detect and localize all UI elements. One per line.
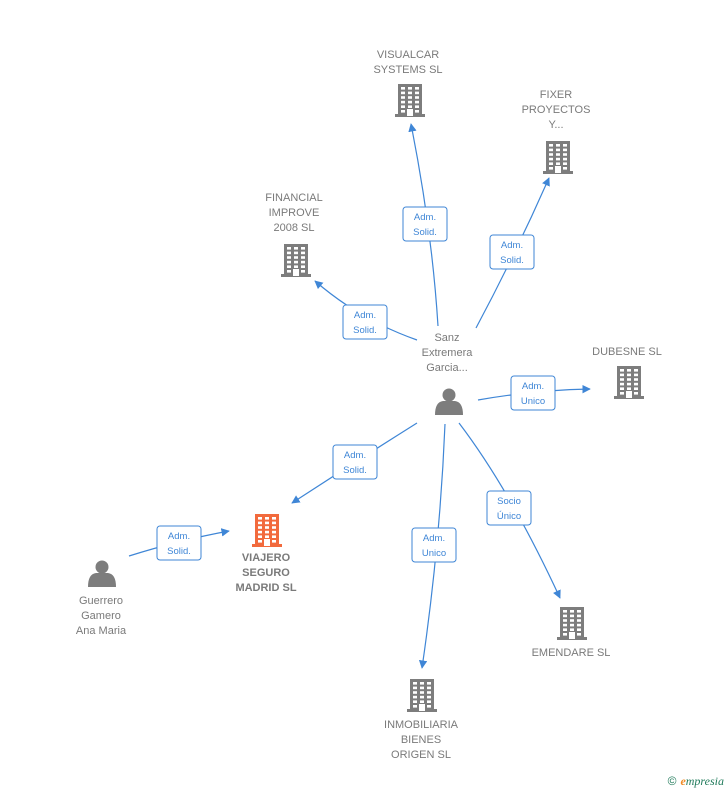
brand-name: mpresia	[685, 774, 724, 788]
node-label-financial: FINANCIAL	[265, 192, 322, 204]
node-label-sanz: Garcia...	[426, 362, 468, 374]
edge-label-sanz-dubesne[interactable]: Adm. Unico	[510, 375, 556, 411]
person-icon	[435, 388, 463, 415]
empresia-watermark[interactable]: ©empresia	[668, 774, 724, 789]
building-icon	[543, 141, 573, 174]
node-label-visualcar: VISUALCAR	[377, 49, 439, 61]
edge-label-box	[489, 234, 535, 270]
edge-label-text: Único	[497, 511, 521, 522]
building-icon	[281, 244, 311, 277]
node-label-guerrero: Gamero	[81, 610, 121, 622]
node-label-fixer: Y...	[548, 119, 563, 131]
node-label-viajero: MADRID SL	[235, 582, 296, 594]
node-label-inmobiliaria: BIENES	[401, 734, 441, 746]
node-sanz[interactable]: SanzExtremeraGarcia...	[422, 332, 474, 415]
edge-label-box	[156, 525, 202, 561]
node-viajero[interactable]: VIAJERO SEGURO MADRID SL	[235, 514, 297, 594]
edge-label-text: Adm.	[354, 310, 376, 321]
edge-label-text: Adm.	[168, 531, 190, 542]
node-label-sanz: Sanz	[434, 332, 459, 344]
edge-label-text: Solid.	[500, 255, 524, 266]
node-financial[interactable]: FINANCIAL IMPROVE 2008 SL	[265, 192, 323, 277]
edge-label-text: Unico	[422, 548, 446, 559]
edge-label-box	[332, 444, 378, 480]
node-label-inmobiliaria: ORIGEN SL	[391, 749, 451, 761]
edge-label-text: Adm.	[414, 212, 436, 223]
edge-label-text: Adm.	[423, 533, 445, 544]
node-label-dubesne: DUBESNE SL	[592, 346, 662, 358]
node-fixer[interactable]: FIXER PROYECTOS Y...	[522, 89, 591, 174]
node-label-fixer: FIXER	[540, 89, 572, 101]
edge-label-sanz-financial[interactable]: Adm. Solid.	[342, 304, 388, 340]
node-label-emendare: EMENDARE SL	[532, 647, 611, 659]
node-label-financial: IMPROVE	[269, 207, 320, 219]
edge-label-sanz-fixer[interactable]: Adm. Solid.	[489, 234, 535, 270]
edge-label-box	[510, 375, 556, 411]
edge-label-box	[342, 304, 388, 340]
building-icon	[614, 366, 644, 399]
edge-label-text: Solid.	[167, 546, 191, 557]
edge-label-sanz-inmobiliaria[interactable]: Adm. Unico	[411, 527, 457, 563]
edge-label-text: Solid.	[413, 227, 437, 238]
edge-label-box	[402, 206, 448, 242]
edge-label-box	[486, 490, 532, 526]
building-icon	[395, 84, 425, 117]
node-label-financial: 2008 SL	[274, 222, 315, 234]
edge-label-text: Unico	[521, 396, 545, 407]
edge-label-guerrero-viajero[interactable]: Adm. Solid.	[156, 525, 202, 561]
edge-label-text: Solid.	[343, 465, 367, 476]
edge-label-text: Socio	[497, 496, 521, 507]
node-label-sanz: Extremera	[422, 347, 474, 359]
node-label-guerrero: Guerrero	[79, 595, 123, 607]
building-icon	[407, 679, 437, 712]
node-visualcar[interactable]: VISUALCAR SYSTEMS SL	[373, 49, 443, 117]
building-icon	[557, 607, 587, 640]
node-dubesne[interactable]: DUBESNE SL	[592, 346, 662, 399]
building-icon	[252, 514, 282, 547]
node-label-viajero: SEGURO	[242, 567, 290, 579]
edge-label-text: Adm.	[344, 450, 366, 461]
copyright-symbol: ©	[667, 774, 677, 788]
node-inmobiliaria[interactable]: INMOBILIARIA BIENES ORIGEN SL	[384, 679, 459, 761]
edge-label-sanz-viajero[interactable]: Adm. Solid.	[332, 444, 378, 480]
person-icon	[88, 560, 116, 587]
node-emendare[interactable]: EMENDARE SL	[532, 607, 611, 659]
node-label-fixer: PROYECTOS	[522, 104, 591, 116]
edge-label-box	[411, 527, 457, 563]
node-label-viajero: VIAJERO	[242, 552, 291, 564]
brand-initial: e	[680, 774, 686, 788]
edge-label-sanz-visualcar[interactable]: Adm. Solid.	[402, 206, 448, 242]
edge-label-text: Adm.	[522, 381, 544, 392]
node-label-guerrero: Ana Maria	[76, 625, 127, 637]
node-label-inmobiliaria: INMOBILIARIA	[384, 719, 459, 731]
edge-label-text: Adm.	[501, 240, 523, 251]
node-label-visualcar: SYSTEMS SL	[373, 64, 442, 76]
edge-label-text: Solid.	[353, 325, 377, 336]
